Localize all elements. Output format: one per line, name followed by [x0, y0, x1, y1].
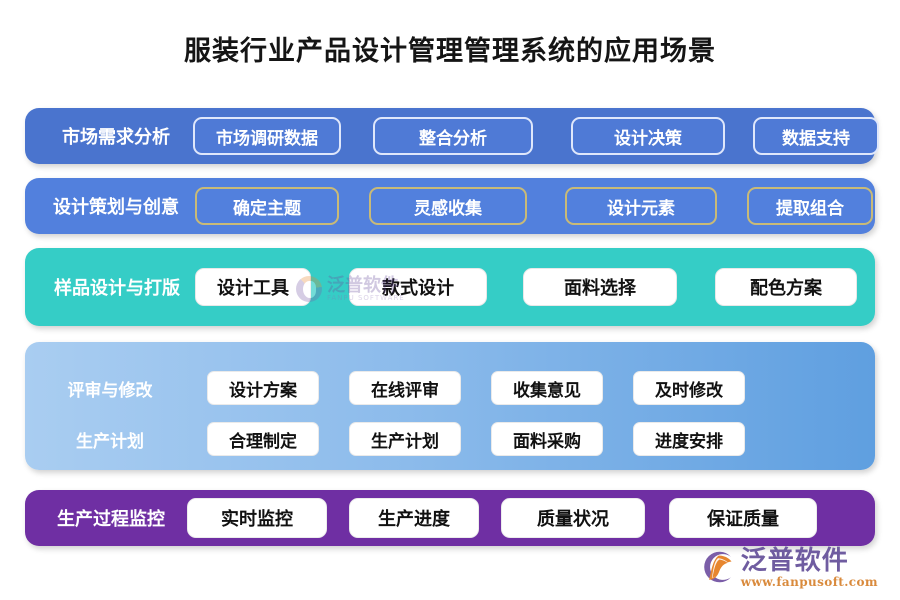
fanpu-logo-icon — [704, 551, 732, 583]
chip-design-proposal[interactable]: 设计方案 — [207, 371, 319, 405]
brand-url: www.fanpusoft.com — [740, 575, 878, 589]
chip-group-sample-design: 设计工具 款式设计 面料选择 配色方案 — [193, 268, 863, 306]
page-title: 服装行业产品设计管理管理系统的应用场景 — [184, 36, 716, 67]
chip-design-tools[interactable]: 设计工具 — [195, 268, 311, 306]
chip-reasonable-formulation[interactable]: 合理制定 — [207, 422, 319, 456]
stage-row-production-monitoring: 生产过程监控 实时监控 生产进度 质量状况 保证质量 — [25, 490, 875, 546]
chip-fabric-selection[interactable]: 面料选择 — [523, 268, 677, 306]
chip-realtime-monitoring[interactable]: 实时监控 — [187, 498, 327, 538]
stage-label-market-demand: 市场需求分析 — [62, 127, 170, 148]
chip-define-theme[interactable]: 确定主题 — [195, 187, 339, 225]
chip-collect-opinions[interactable]: 收集意见 — [491, 371, 603, 405]
chip-integrated-analysis[interactable]: 整合分析 — [373, 117, 533, 155]
chip-design-decision[interactable]: 设计决策 — [571, 117, 725, 155]
chip-style-design[interactable]: 款式设计 — [349, 268, 487, 306]
chip-color-scheme[interactable]: 配色方案 — [715, 268, 857, 306]
chip-production-plan[interactable]: 生产计划 — [349, 422, 461, 456]
chip-group-market-demand: 市场调研数据 整合分析 设计决策 数据支持 — [191, 117, 879, 155]
stage-label-design-planning: 设计策划与创意 — [53, 197, 179, 218]
chip-quality-assurance[interactable]: 保证质量 — [669, 498, 817, 538]
stage-row-design-planning: 设计策划与创意 确定主题 灵感收集 设计元素 提取组合 — [25, 178, 875, 234]
chip-quality-status[interactable]: 质量状况 — [501, 498, 645, 538]
brand-name: 泛普软件 — [740, 546, 849, 576]
chip-schedule-arrangement[interactable]: 进度安排 — [633, 422, 745, 456]
chip-design-elements[interactable]: 设计元素 — [565, 187, 717, 225]
stage-row-market-demand: 市场需求分析 市场调研数据 整合分析 设计决策 数据支持 — [25, 108, 879, 164]
chip-group-design-planning: 确定主题 灵感收集 设计元素 提取组合 — [191, 187, 873, 225]
stage-row-sample-design: 样品设计与打版 设计工具 款式设计 面料选择 配色方案 — [25, 248, 875, 326]
chip-inspiration-collection[interactable]: 灵感收集 — [369, 187, 527, 225]
brand-logo: 泛普软件 www.fanpusoft.com — [701, 548, 878, 590]
chip-extract-combine[interactable]: 提取组合 — [747, 187, 873, 225]
chip-timely-revision[interactable]: 及时修改 — [633, 371, 745, 405]
chip-market-research-data[interactable]: 市场调研数据 — [193, 117, 341, 155]
substage-row-review: 评审与修改 设计方案 在线评审 收集意见 及时修改 — [25, 366, 875, 410]
substage-label-production-plan: 生产计划 — [76, 431, 144, 452]
chip-group-production-monitoring: 实时监控 生产进度 质量状况 保证质量 — [181, 498, 863, 538]
stage-row-review-and-production-plan: 评审与修改 设计方案 在线评审 收集意见 及时修改 生产计划 合理制定 生产计划… — [25, 342, 875, 470]
substage-row-production-plan: 生产计划 合理制定 生产计划 面料采购 进度安排 — [25, 417, 875, 461]
chip-fabric-procurement[interactable]: 面料采购 — [491, 422, 603, 456]
chip-data-support[interactable]: 数据支持 — [753, 117, 879, 155]
chip-production-progress[interactable]: 生产进度 — [349, 498, 479, 538]
substage-label-review: 评审与修改 — [67, 380, 153, 401]
stage-label-production-monitoring: 生产过程监控 — [57, 509, 165, 530]
chip-online-review[interactable]: 在线评审 — [349, 371, 461, 405]
stage-label-sample-design: 样品设计与打版 — [54, 278, 180, 299]
